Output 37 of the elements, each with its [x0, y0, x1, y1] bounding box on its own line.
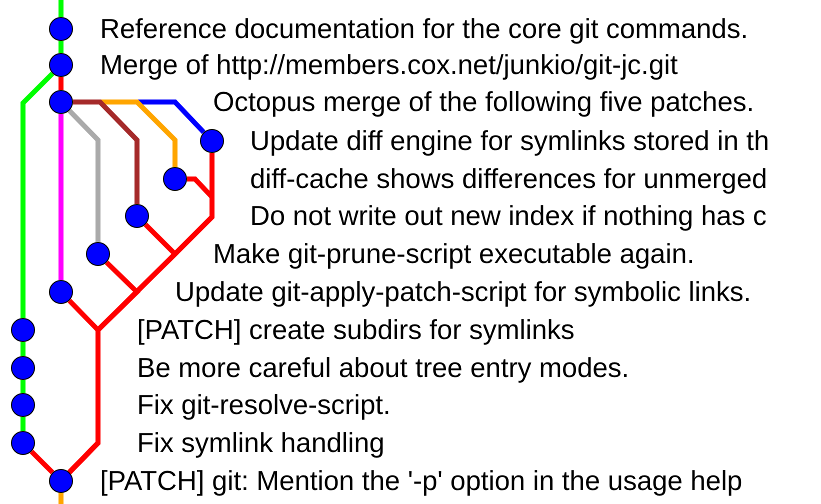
branch-line: [58, 493, 64, 504]
commit-message: Update git-apply-patch-script for symbolic links.: [175, 276, 752, 308]
branch-line: [68, 108, 100, 242]
branch-line: [20, 380, 26, 393]
commit-message: Update diff engine for symlinks stored in th: [250, 125, 770, 157]
commit-message: Octopus merge of the following five patches.: [213, 86, 754, 118]
commit-dot: [11, 393, 35, 417]
commit-dot: [49, 90, 73, 114]
commit-dot: [49, 469, 73, 493]
branch-line: [20, 342, 26, 356]
commit-message: Be more careful about tree entry modes.: [137, 352, 630, 384]
commit-dot: [11, 318, 35, 342]
commit-message: Merge of http://members.cox.net/junkio/git-jc.git: [100, 49, 678, 81]
branch-line: [58, 0, 64, 17]
commit-message: Make git-prune-script executable again.: [213, 238, 695, 270]
commit-message: Fix git-resolve-script.: [137, 389, 391, 421]
commit-message: Do not write out new index if nothing has c: [250, 200, 767, 232]
commit-dot: [86, 242, 110, 266]
branch-line: [73, 100, 140, 204]
commit-message: Fix symlink handling: [137, 427, 385, 459]
commit-message: diff-cache shows differences for unmerged: [250, 163, 768, 195]
branch-line: [30, 450, 54, 474]
branch-line: [58, 41, 64, 53]
commit-dot: [11, 356, 35, 380]
commit-dot: [200, 129, 224, 153]
commit-dot: [49, 53, 73, 77]
commit-dot: [49, 280, 73, 304]
commit-dot: [163, 167, 187, 191]
branch-line: [58, 77, 64, 90]
commit-message: [PATCH] git: Mention the '-p' option in the usage help: [100, 465, 742, 497]
commit-dot: [11, 431, 35, 455]
commit-dot: [125, 204, 149, 228]
branch-line: [20, 72, 54, 318]
commit-message: [PATCH] create subdirs for symlinks: [137, 314, 575, 346]
commit-dot: [49, 17, 73, 41]
branch-line: [20, 417, 26, 431]
commit-message: Reference documentation for the core git commands.: [100, 13, 748, 45]
